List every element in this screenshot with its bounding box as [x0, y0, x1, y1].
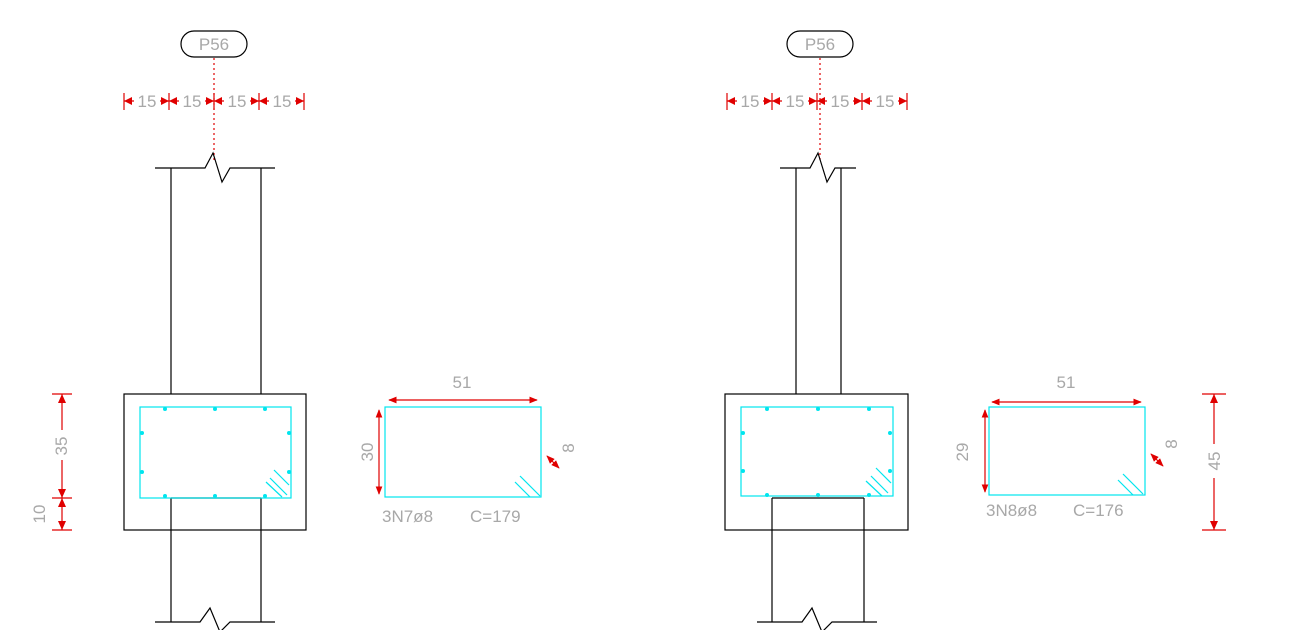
right-top-dim-2: 15: [786, 92, 805, 111]
left-top-dim-1: 15: [138, 92, 157, 111]
right-total-height-label: 45: [1205, 452, 1224, 471]
left-vdim-upper: 35: [52, 437, 71, 456]
left-vdim-lower: 10: [30, 505, 49, 524]
right-hook-dim: [1150, 453, 1164, 467]
left-stirrup-detail: 51 30 8 3N7ø8 C=179: [358, 373, 578, 526]
left-tag-label: P56: [199, 35, 229, 54]
right-top-dim-1: 15: [741, 92, 760, 111]
left-beam-section: [123, 393, 307, 531]
left-stirrup-outline: [384, 406, 542, 498]
right-top-dim-3: 15: [831, 92, 850, 111]
left-callout-len: C=179: [470, 507, 521, 526]
left-stirrup-width-label: 51: [453, 373, 472, 392]
left-top-dim-4: 15: [273, 92, 292, 111]
right-hook-label: 8: [1162, 439, 1181, 448]
left-top-dimension-chain: 15 15 15 15: [123, 90, 305, 111]
right-lower-column: [757, 497, 877, 630]
right-beam-section: [724, 393, 909, 531]
left-hook-dim: [546, 455, 560, 469]
right-callout-len: C=176: [1073, 501, 1124, 520]
left-top-dim-3: 15: [228, 92, 247, 111]
left-stirrup-height-label: 30: [358, 443, 377, 462]
right-callout-qty: 3N8ø8: [986, 501, 1037, 520]
left-vertical-dimensions: 35 10: [30, 393, 72, 531]
right-column-tag: P56: [786, 30, 854, 58]
left-lower-column: [155, 497, 275, 630]
right-detail: P56 15 15 15 15: [724, 30, 1226, 630]
right-total-height-dimension: 45: [1202, 393, 1226, 531]
right-stirrup-detail: 51 29 8 3N8ø8 C=176: [953, 373, 1181, 520]
right-section-stirrup: [740, 406, 894, 497]
left-top-dim-2: 15: [183, 92, 202, 111]
left-callout-qty: 3N7ø8: [382, 507, 433, 526]
left-detail: P56 15 15 15 15: [30, 30, 578, 630]
left-hook-label: 8: [559, 443, 578, 452]
right-upper-column: [780, 151, 856, 394]
right-top-dim-4: 15: [876, 92, 895, 111]
right-stirrup-height-label: 29: [953, 443, 972, 462]
right-stirrup-width-label: 51: [1057, 373, 1076, 392]
right-stirrup-outline: [988, 406, 1146, 496]
left-column-tag: P56: [180, 30, 248, 58]
left-upper-column: [155, 151, 275, 394]
right-tag-label: P56: [805, 35, 835, 54]
left-section-stirrup: [139, 406, 292, 499]
right-top-dimension-chain: 15 15 15 15: [726, 90, 908, 111]
